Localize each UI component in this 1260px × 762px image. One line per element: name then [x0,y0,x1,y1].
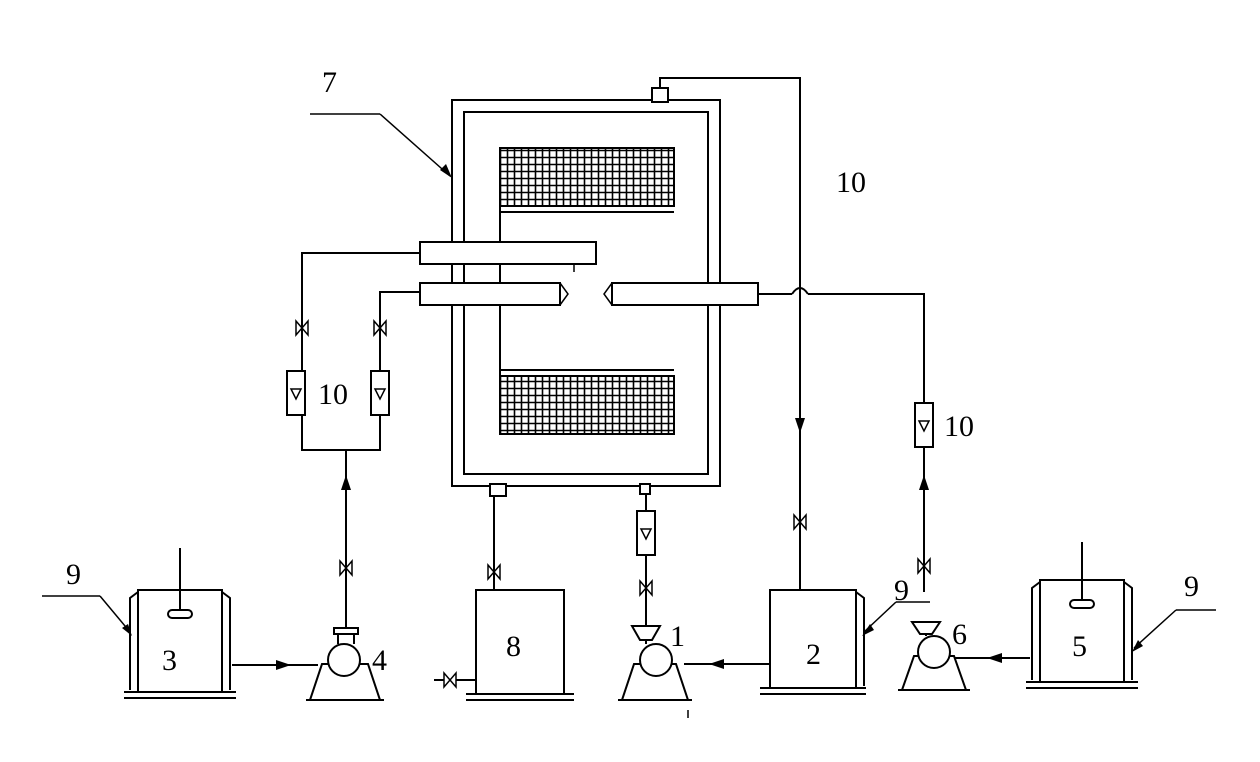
reactor-drain-nozzle [490,484,506,496]
label-tank-8: 8 [506,630,521,663]
label-jacket-right: 9 [1184,570,1199,603]
feed-tank-right [1026,542,1138,688]
rotameter-left-2 [371,371,389,415]
rotameter-right [915,403,933,447]
label-reactor: 7 [322,66,337,99]
label-flowmeter-right: 10 [944,410,974,443]
jacket-leader-left [42,596,132,636]
label-tank-2: 2 [806,638,821,671]
label-pump-1: 1 [670,620,685,653]
tank8-outlet-valve [444,673,456,687]
flow-arrow-left-2 [987,653,1002,663]
label-flowmeter-left: 10 [318,378,348,411]
label-tank-5: 5 [1072,630,1087,663]
reactor-feed-nozzle [640,484,650,494]
lower-membrane-module [500,376,674,434]
upper-membrane-module [500,148,674,206]
middle-inlet-tube-right [604,283,758,305]
middle-inlet-tube-left [420,283,568,305]
flow-arrow-up-left [341,475,351,490]
label-flowmeter-top: 10 [836,166,866,199]
reactor-leader [310,114,452,178]
label-pump-4: 4 [372,644,387,677]
flow-arrow-right [276,660,291,670]
label-jacket-left: 9 [66,558,81,591]
label-tank-3: 3 [162,644,177,677]
rotameter-middle [637,511,655,555]
label-pump-6: 6 [952,618,967,651]
flow-arrow-up-right [919,475,929,490]
label-jacket-middle: 9 [894,574,909,607]
flow-arrow-left-1 [709,659,724,669]
jacket-leader-right [1132,610,1216,652]
feed-tank-left [124,548,236,698]
flow-arrow-down [795,418,805,433]
rotameter-left-1 [287,371,305,415]
